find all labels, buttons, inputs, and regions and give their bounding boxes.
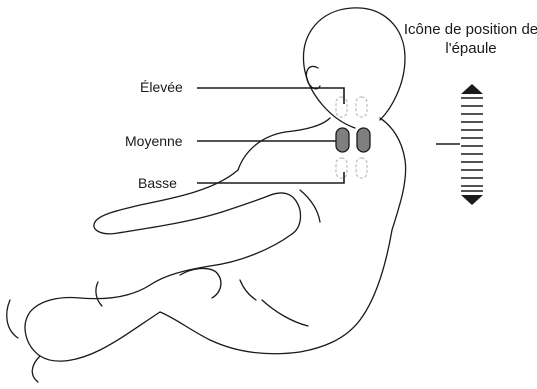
- ear-outline: [306, 66, 320, 88]
- down-arrow-icon: [461, 195, 483, 205]
- level-ticks: [461, 98, 483, 191]
- forearm-detail: [222, 196, 268, 212]
- hand-detail: [240, 280, 256, 300]
- icon-legend-title: Icône de position de l'épaule: [398, 20, 537, 58]
- neck-outline: [238, 118, 330, 170]
- label-medium: Moyenne: [125, 133, 183, 149]
- label-high: Élevée: [140, 79, 183, 95]
- hip-detail: [262, 300, 308, 326]
- leg-back-outline: [160, 312, 300, 354]
- up-arrow-icon: [461, 84, 483, 94]
- leader-line-high: [197, 88, 344, 104]
- ankle-detail: [96, 282, 102, 306]
- roller-low-right: [356, 158, 367, 178]
- icon-legend-title-line1: Icône de position de: [398, 20, 537, 39]
- shin-outline: [32, 356, 40, 382]
- person-outline: [7, 8, 406, 382]
- foot-left-outline: [7, 300, 18, 338]
- head-outline: [303, 8, 405, 128]
- roller-low-left: [336, 158, 347, 178]
- roller-high-left: [336, 97, 347, 117]
- label-low: Basse: [138, 175, 177, 191]
- leg-upper-outline: [150, 234, 292, 285]
- rollers: [336, 97, 370, 178]
- shoulder-position-icon: [436, 84, 483, 205]
- torso-outline: [300, 230, 392, 352]
- roller-mid-left: [336, 128, 349, 152]
- leader-line-low: [197, 172, 344, 183]
- roller-high-right: [356, 97, 367, 117]
- icon-legend-title-line2: l'épaule: [398, 39, 537, 58]
- elbow-detail: [268, 193, 301, 234]
- roller-mid-right: [357, 128, 370, 152]
- shoulder-right-outline: [380, 118, 406, 230]
- knee-outline: [25, 285, 160, 361]
- thigh-detail: [180, 268, 221, 298]
- back-contour-detail: [300, 190, 320, 222]
